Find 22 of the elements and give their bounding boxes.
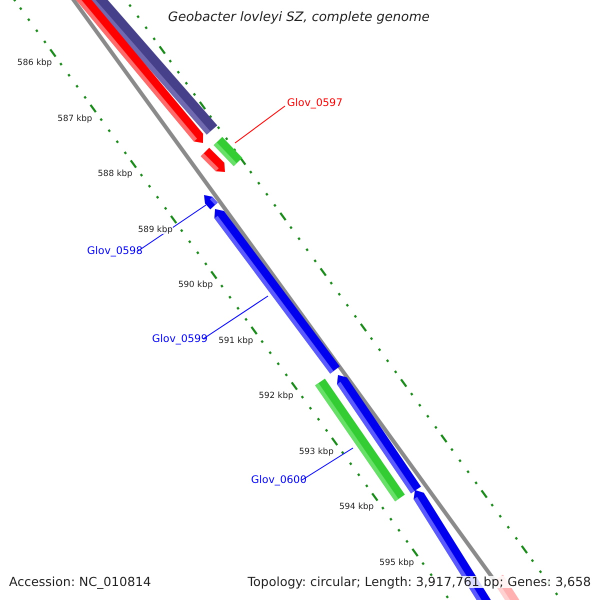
scale-label: 587 kbp (58, 114, 92, 123)
leader-line (202, 296, 268, 340)
leader-line (234, 106, 286, 144)
scale-label: 589 kbp (138, 226, 173, 234)
scale-label: 592 kbp (258, 392, 294, 400)
gene-label: Glov_0599 (152, 334, 208, 344)
scale-label: 586 kbp (17, 59, 52, 68)
accession-text: Accession: NC_010814 (9, 576, 152, 588)
gene-label: Glov_0600 (251, 475, 307, 486)
title: Geobacter lovleyi SZ, complete genome (168, 11, 430, 24)
gene-feature (204, 195, 218, 210)
scale-label: 595 kbp (379, 558, 414, 567)
scale-label: 593 kbp (298, 448, 334, 456)
gene-label: Glov_0598 (87, 246, 143, 256)
genome-info-text: Topology: circular; Length: 3,917,761 bp; Genes: 3,658 (248, 576, 591, 588)
scale-label: 591 kbp (218, 336, 254, 345)
gene-feature (315, 378, 405, 502)
gene-feature (214, 136, 242, 166)
leader-line (302, 448, 354, 480)
gene-feature (214, 209, 340, 374)
gene-label: Glov_0597 (287, 98, 343, 108)
scale-label: 588 kbp (98, 170, 132, 178)
